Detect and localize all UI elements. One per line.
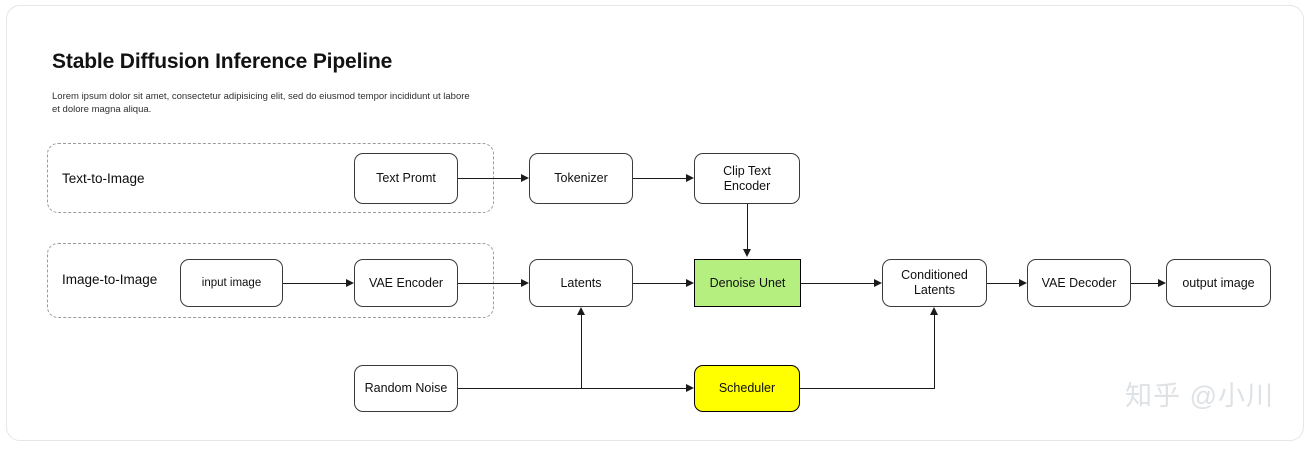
node-random-noise-label: Random Noise — [364, 381, 448, 395]
arrow-random-noise-to-scheduler — [686, 383, 694, 392]
node-random-noise[interactable]: Random Noise — [354, 365, 458, 412]
node-vae-encoder-label: VAE Encoder — [368, 275, 444, 290]
arrow-latents-to-denoise-unet — [686, 278, 694, 287]
group-image-to-image — [47, 243, 494, 318]
node-conditioned-latents[interactable]: Conditioned Latents — [882, 259, 987, 307]
node-clip-text-encoder-label-line1: Clip Text — [723, 163, 771, 178]
page-title: Stable Diffusion Inference Pipeline — [52, 50, 393, 73]
arrow-vae-decoder-to-output-image — [1158, 278, 1166, 287]
node-conditioned-latents-label-line2: Latents — [913, 283, 955, 297]
node-text-prompt-label: Text Promt — [376, 171, 436, 185]
diagram-card — [6, 5, 1304, 441]
connector-scheduler-to-conditioned-latents — [800, 388, 935, 389]
arrow-conditioned-latents-to-vae-decoder — [1019, 278, 1027, 287]
arrow-denoise-unet-to-conditioned-latents — [874, 278, 882, 287]
connector-scheduler-riser — [934, 315, 935, 389]
arrow-scheduler-to-conditioned-latents — [929, 307, 938, 315]
connector-conditioned-latents-to-vae-decoder — [987, 283, 1019, 284]
node-text-prompt[interactable]: Text Promt — [354, 153, 458, 204]
arrow-vae-encoder-to-latents — [521, 278, 529, 287]
arrow-text-prompt-to-tokenizer — [521, 173, 529, 182]
node-latents-label: Latents — [560, 275, 602, 290]
arrow-tokenizer-to-clip-text-encoder — [686, 173, 694, 182]
group-label-image-to-image: Image-to-Image — [62, 272, 158, 287]
connector-vae-encoder-to-latents — [458, 283, 521, 284]
node-scheduler[interactable]: Scheduler — [694, 365, 800, 412]
connector-input-image-to-vae-encoder — [283, 283, 346, 284]
node-latents[interactable]: Latents — [529, 259, 633, 307]
node-vae-decoder-label: VAE Decoder — [1041, 275, 1117, 290]
connector-random-noise-to-scheduler — [458, 388, 686, 389]
connector-clip-text-encoder-to-denoise-unet — [747, 204, 748, 249]
node-clip-text-encoder-label-line2: Encoder — [723, 178, 771, 193]
node-conditioned-latents-label-line1: Conditioned — [901, 268, 968, 282]
node-denoise-unet-label: Denoise Unet — [709, 275, 786, 290]
node-output-image-label: output image — [1182, 275, 1255, 290]
watermark: 知乎 @小川 — [1125, 381, 1274, 411]
node-input-image-label: input image — [201, 276, 262, 289]
arrow-input-image-to-vae-encoder — [346, 278, 354, 287]
arrow-clip-text-encoder-to-denoise-unet — [742, 249, 751, 257]
node-vae-encoder[interactable]: VAE Encoder — [354, 259, 458, 307]
node-scheduler-label: Scheduler — [718, 381, 776, 395]
connector-denoise-unet-to-conditioned-latents — [801, 283, 874, 284]
connector-vae-decoder-to-output-image — [1131, 283, 1158, 284]
node-tokenizer-label: Tokenizer — [554, 171, 608, 185]
group-label-text-to-image: Text-to-Image — [62, 171, 145, 186]
connector-tokenizer-to-clip-text-encoder — [633, 178, 686, 179]
connector-latents-to-denoise-unet — [633, 283, 686, 284]
node-tokenizer[interactable]: Tokenizer — [529, 153, 633, 204]
node-denoise-unet[interactable]: Denoise Unet — [694, 259, 801, 307]
node-vae-decoder[interactable]: VAE Decoder — [1027, 259, 1131, 307]
node-clip-text-encoder[interactable]: Clip Text Encoder — [694, 153, 800, 204]
page-subtitle: Lorem ipsum dolor sit amet, consectetur … — [52, 91, 470, 115]
connector-text-prompt-to-tokenizer — [458, 178, 521, 179]
node-input-image[interactable]: input image — [180, 259, 283, 307]
arrow-random-noise-to-latents — [576, 307, 585, 315]
connector-random-noise-to-latents — [581, 315, 582, 388]
node-output-image[interactable]: output image — [1166, 259, 1271, 307]
